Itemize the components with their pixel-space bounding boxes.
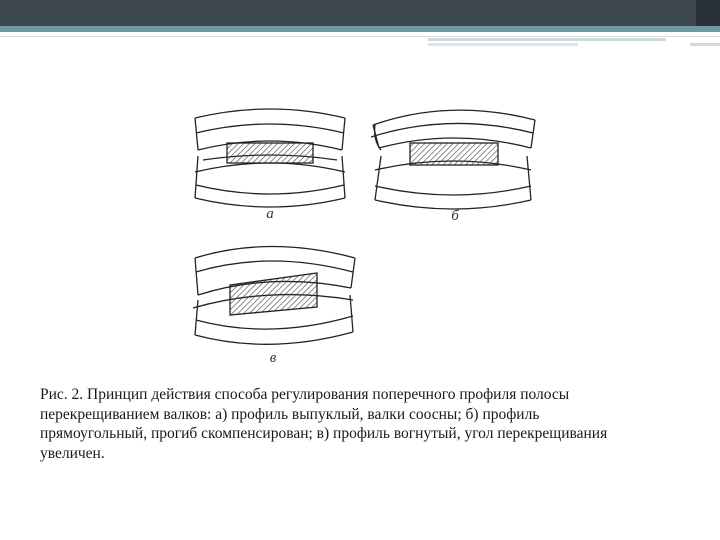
slide-header-corner [696,0,720,26]
diagram-c [192,245,356,345]
diagram-a [194,108,346,208]
slide-decor-line [428,38,666,41]
diagram-b [370,109,536,210]
figure-caption: Рис. 2. Принцип действия способа регулир… [40,386,608,462]
diagram-b-label: б [451,208,459,224]
roll-diagram: а б в [192,108,536,366]
slide-header-accent [0,26,720,32]
slide-decor-line [428,43,578,46]
slide-divider-line [0,36,720,37]
diagram-a-label: а [266,206,274,222]
slide-header-band [0,0,720,28]
slide-decor-line [690,43,720,46]
diagram-c-label: в [270,350,277,366]
roll-crossing-figure: а б в [185,100,555,375]
